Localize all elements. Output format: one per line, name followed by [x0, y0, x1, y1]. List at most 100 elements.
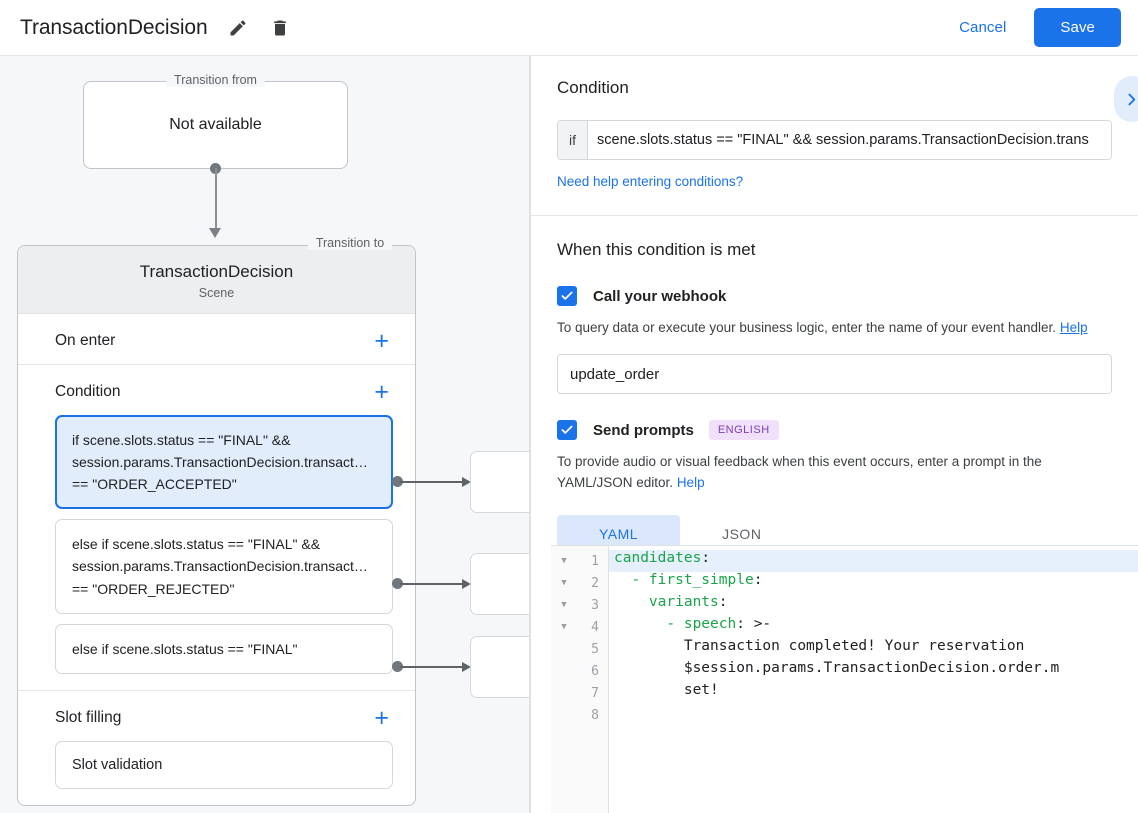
tab-json[interactable]: JSON — [722, 525, 762, 542]
scene-name: TransactionDecision — [139, 262, 294, 281]
editor-code-line: set! — [614, 682, 719, 698]
edge-line-condition-1 — [400, 583, 466, 585]
condition-list: if scene.slots.status == "FINAL" && sess… — [18, 415, 415, 690]
editor-line-number: 2 — [591, 575, 599, 591]
fold-triangle-icon[interactable]: ▼ — [561, 556, 567, 566]
edge-arrow-condition-1 — [462, 579, 471, 589]
edge-dot-condition-2 — [392, 661, 403, 672]
if-label: if — [558, 121, 588, 159]
save-button[interactable]: Save — [1034, 8, 1121, 47]
section-on-enter: On enter + — [18, 314, 415, 365]
prompts-help-link[interactable]: Help — [676, 474, 705, 490]
editor-gutter-line: ▼1 — [551, 550, 608, 572]
editor-gutter-line: 6 — [551, 660, 608, 682]
condition-item-0[interactable]: if scene.slots.status == "FINAL" && sess… — [55, 415, 393, 510]
webhook-description-text: To query data or execute your business l… — [557, 320, 1057, 335]
language-badge: ENGLISH — [708, 420, 779, 441]
section-header-on-enter: On enter + — [18, 314, 415, 364]
top-bar: TransactionDecision Cancel Save — [0, 0, 1138, 56]
prompts-description-text: To provide audio or visual feedback when… — [557, 454, 1042, 490]
transition-from-value: Not available — [169, 116, 262, 133]
add-on-enter-button[interactable]: + — [374, 327, 389, 355]
editor-line-number: 5 — [591, 641, 599, 657]
editor-line-number: 1 — [591, 553, 599, 569]
edge-dot-condition-0 — [392, 476, 403, 487]
condition-item-2[interactable]: else if scene.slots.status == "FINAL" — [55, 623, 393, 674]
cancel-button[interactable]: Cancel — [945, 11, 1020, 44]
condition-input-row: if — [557, 120, 1112, 160]
fold-triangle-icon[interactable]: ▼ — [561, 600, 567, 610]
panel-divider — [529, 56, 531, 813]
fold-triangle-icon[interactable]: ▼ — [561, 578, 567, 588]
condition-expression-input[interactable] — [588, 121, 1111, 159]
editor-code-line: Transaction completed! Your reservation — [614, 638, 1025, 654]
section-condition: Condition + if scene.slots.status == "FI… — [18, 365, 415, 691]
webhook-help-link[interactable]: Help — [1059, 320, 1088, 335]
chevron-right-icon — [1123, 91, 1138, 108]
section-title-slot-filling: Slot filling — [55, 708, 122, 726]
edge-target-box-0[interactable] — [470, 451, 531, 513]
editor-gutter-line: ▼2 — [551, 572, 608, 594]
connector-line-vertical — [215, 168, 217, 230]
add-condition-button[interactable]: + — [374, 378, 389, 406]
send-prompts-checkbox[interactable] — [557, 420, 577, 441]
edit-name-button[interactable] — [226, 16, 250, 40]
editor-gutter-line: 8 — [551, 704, 608, 726]
editor-code-area[interactable]: candidates: - first_simple: variants: - … — [609, 546, 1138, 813]
editor-line-number: 4 — [591, 619, 599, 635]
editor-code-line: $session.params.TransactionDecision.orde… — [614, 660, 1060, 676]
edge-line-condition-0 — [400, 481, 466, 483]
scene-type: Scene — [198, 286, 235, 300]
editor-gutter-line: 5 — [551, 638, 608, 660]
edge-target-box-1[interactable] — [470, 553, 531, 615]
fold-triangle-icon[interactable]: ▼ — [561, 622, 567, 632]
editor-line-number: 8 — [591, 707, 599, 723]
slot-validation-item[interactable]: Slot validation — [55, 740, 393, 789]
transition-from-legend: Transition from — [166, 73, 265, 87]
editor-line-number: 7 — [591, 685, 599, 701]
send-prompts-label: Send prompts — [593, 421, 694, 439]
add-slot-filling-button[interactable]: + — [374, 703, 389, 732]
editor-gutter-line: ▼3 — [551, 594, 608, 616]
editor-line-number: 3 — [591, 597, 599, 613]
editor-line-number: 6 — [591, 663, 599, 679]
scene-header[interactable]: TransactionDecision Scene — [18, 246, 415, 314]
trash-icon — [270, 18, 290, 38]
delete-button[interactable] — [268, 16, 292, 40]
section-header-slot-filling: Slot filling + — [18, 691, 415, 741]
editor-code-line: variants: — [648, 594, 728, 610]
flow-canvas[interactable]: Transition from Not available Transition… — [0, 56, 531, 813]
edge-arrow-condition-0 — [462, 477, 471, 487]
webhook-check-row: Call your webhook — [557, 286, 1112, 306]
editor-code-line — [609, 704, 1138, 726]
prompts-check-row: Send prompts ENGLISH — [557, 420, 1112, 441]
collapse-panel-button[interactable] — [1114, 76, 1138, 122]
condition-section: Condition if Need help entering conditio… — [531, 56, 1138, 216]
when-condition-met-section: When this condition is met Call your web… — [531, 216, 1138, 553]
section-title-condition: Condition — [55, 383, 121, 400]
scene-card: TransactionDecision Scene On enter + Con… — [17, 245, 416, 806]
edge-dot-condition-1 — [392, 578, 403, 589]
transition-from-card[interactable]: Transition from Not available — [83, 73, 348, 169]
call-webhook-checkbox[interactable] — [557, 286, 577, 306]
edge-arrow-condition-2 — [462, 662, 471, 672]
pencil-icon — [228, 18, 248, 38]
webhook-handler-input[interactable] — [557, 354, 1112, 395]
editor-code-line: - first_simple: — [631, 572, 763, 588]
section-slot-filling: Slot filling + Slot validation — [18, 691, 415, 789]
section-header-condition: Condition + — [18, 365, 415, 415]
condition-help-link[interactable]: Need help entering conditions? — [557, 174, 744, 189]
webhook-description: To query data or execute your business l… — [557, 318, 1112, 338]
editor-code-line: candidates: — [609, 550, 1138, 572]
page-title: TransactionDecision — [20, 15, 208, 39]
prompts-description: To provide audio or visual feedback when… — [557, 452, 1112, 493]
editor-gutter-line: ▼4 — [551, 616, 608, 638]
condition-item-1[interactable]: else if scene.slots.status == "FINAL" &&… — [55, 519, 393, 614]
call-webhook-label: Call your webhook — [593, 287, 727, 305]
transition-to-legend: Transition to — [307, 236, 393, 250]
edge-target-box-2[interactable] — [470, 636, 531, 698]
condition-heading: Condition — [557, 78, 629, 97]
when-met-heading: When this condition is met — [557, 240, 756, 259]
